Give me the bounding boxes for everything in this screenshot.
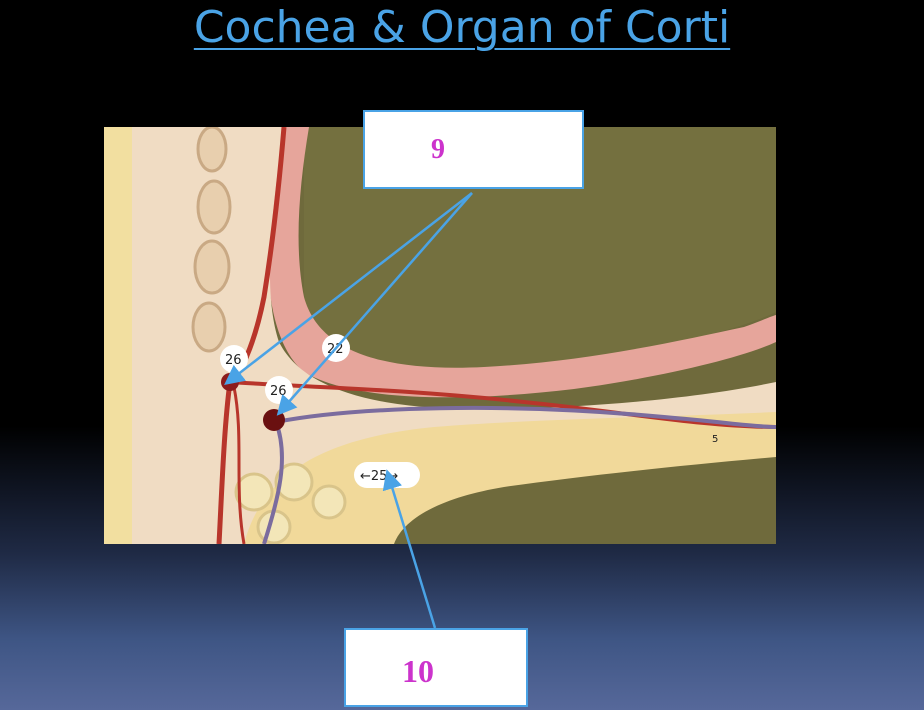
label-box-10[interactable]: 10 [344, 628, 528, 707]
slide-title-wrap: Cochea & Organ of Corti [0, 0, 924, 56]
label-box-9[interactable]: 9 [363, 110, 584, 189]
vessel-knot-upper [221, 373, 239, 391]
vessel-knot-lower [263, 409, 285, 431]
yellow-lower-band [244, 412, 776, 544]
slide-title: Cochea & Organ of Corti [193, 2, 731, 53]
tag-26-upper: 26 [225, 353, 242, 368]
cavity-3 [193, 239, 231, 295]
cavity-2 [196, 179, 232, 235]
label-10-text: 10 [402, 653, 434, 689]
tag-26-lower: 26 [270, 384, 287, 399]
artery-lower [232, 386, 246, 544]
vein-branch [275, 405, 776, 429]
anatomy-photo: 26 22 26 ←25→ 5 [104, 127, 776, 544]
label-9-text: 9 [431, 134, 445, 165]
yellow-edge-band [104, 127, 132, 544]
nerve-bundle-2 [274, 462, 314, 502]
nerve-bundle-1 [234, 472, 274, 512]
cochlea-model-illustration: 26 22 26 ←25→ 5 [104, 127, 776, 544]
tag-5: 5 [712, 434, 718, 445]
tag-22: 22 [327, 342, 344, 357]
vein-lower [262, 421, 284, 544]
nerve-bundle-3 [311, 484, 347, 520]
cavity-4 [191, 301, 227, 353]
tag-25: ←25→ [360, 469, 398, 484]
cavity-1 [196, 127, 228, 173]
